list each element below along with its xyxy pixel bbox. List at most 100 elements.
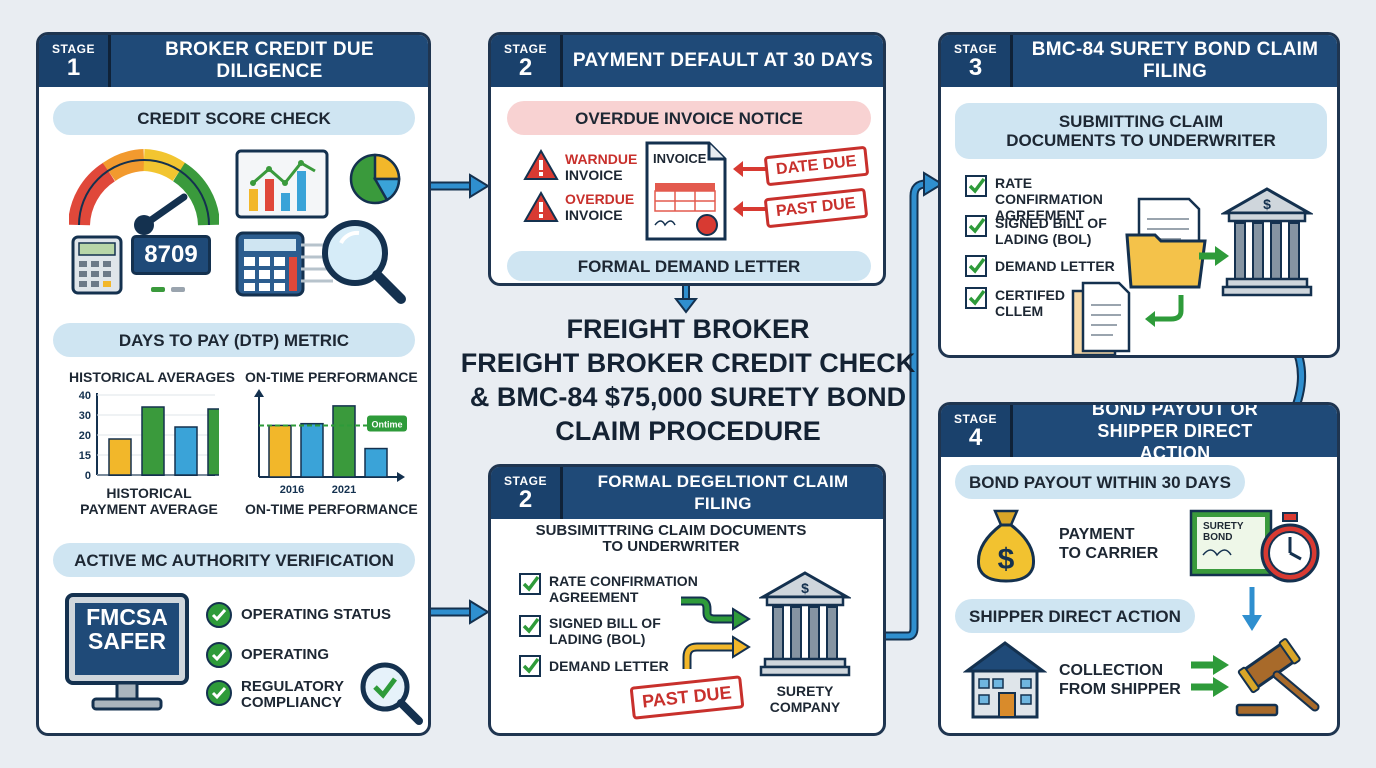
stopwatch-icon (1260, 512, 1320, 583)
collection-line1: COLLECTION (1059, 662, 1163, 679)
ontime-tag-bg (367, 415, 407, 432)
surety-bond-label: SURETY BOND (1203, 521, 1244, 543)
stage-number: 2 (518, 54, 533, 81)
stage-2-header: STAGE 2 PAYMENT DEFAULT AT 30 DAYS (491, 35, 883, 87)
svg-text:$: $ (1263, 196, 1271, 212)
stage-label: STAGE (954, 42, 997, 56)
x-axis-arrow (397, 472, 405, 482)
arrow-return-icon (1145, 295, 1184, 327)
dtp-metric-pill: DAYS TO PAY (DTP) METRIC (53, 323, 415, 357)
arrow-p1-to-p5 (430, 599, 490, 625)
doc-check-demand: DEMAND LETTER (965, 255, 1115, 277)
company-line2: COMPANY (769, 699, 841, 715)
checkbox-icon (519, 615, 541, 637)
warning-2-line1: OVERDUE (565, 191, 635, 207)
stage-3-header: STAGE 3 BMC-84 SURETY BOND CLAIM FILING (941, 35, 1337, 87)
stage-badge: STAGE 2 (491, 467, 563, 519)
arrow-p5-to-p3 (886, 171, 944, 641)
calculator-icon (235, 231, 305, 297)
stage-number: 3 (968, 54, 983, 81)
check-operating-status: OPERATING STATUS (205, 601, 391, 629)
calculator-icon (71, 235, 123, 295)
surety-company-label: SURETY COMPANY (759, 683, 851, 715)
date-due-stamp: DATE DUE (763, 145, 869, 187)
ontime-tag-label: Ontime (371, 419, 402, 429)
stage-label: STAGE (504, 474, 547, 488)
stage-4-panel: STAGE 4 BOND PAYOUT OR SHIPPER DIRECT AC… (938, 402, 1340, 736)
money-bag-icon: $ (976, 509, 1036, 583)
demand-letter-pill: FORMAL DEMAND LETTER (507, 251, 871, 281)
svg-text:$: $ (998, 543, 1015, 576)
y-tick-label: 15 (79, 450, 91, 462)
warning-icon (523, 149, 559, 180)
submit-claim-pill: SUBMITTING CLAIM DOCUMENTS TO UNDERWRITE… (955, 103, 1327, 159)
bank-icon: $ (759, 571, 851, 677)
main-title-line1: FREIGHT BROKER (566, 314, 810, 344)
ontime-chart-title: ON-TIME PERFORMANCE (245, 369, 418, 385)
bar (364, 447, 388, 478)
doc-check-claim: CERTIFED CLLEM (965, 287, 1075, 319)
arrow-right-icon (1199, 246, 1229, 266)
check-label: SIGNED BILL OF LADING (BOL) (549, 615, 661, 647)
checkbox-icon (519, 655, 541, 677)
warning-1-line2: INVOICE (565, 167, 623, 183)
stage-number: 4 (968, 424, 983, 451)
stage-badge: STAGE 3 (941, 35, 1013, 87)
doc-check-bol: SIGNED BILL OF LADING (BOL) (519, 615, 679, 647)
check-label: RATE CONFIRMATION AGREEMENT (549, 573, 698, 605)
stage-3-panel: STAGE 3 BMC-84 SURETY BOND CLAIM FILING … (938, 32, 1340, 358)
historical-chart-title: HISTORICAL AVERAGES (69, 369, 235, 385)
bar (268, 424, 292, 478)
magnifier-icon (301, 220, 406, 304)
check-label: RATE CONFIRMATION AGREEMENT (995, 175, 1103, 223)
submit-line2: TO UNDERWRITER (602, 538, 740, 555)
bar (332, 405, 356, 478)
check-label: CERTIFED CLLEM (995, 287, 1065, 319)
bond-payout-pill: BOND PAYOUT WITHIN 30 DAYS (955, 465, 1245, 499)
stage-label: STAGE (954, 412, 997, 426)
invoice-document-icon (645, 141, 727, 241)
historical-caption-line2: PAYMENT AVERAGE (80, 501, 218, 517)
stage-number: 1 (66, 54, 81, 81)
y-tick-label: 0 (85, 470, 91, 482)
y-tick-label: 20 (79, 430, 91, 442)
overdue-notice-pill: OVERDUE INVOICE NOTICE (507, 101, 871, 135)
checkbox-icon (965, 287, 987, 309)
main-title-line3: & BMC-84 $75,000 SURETY BOND (469, 382, 907, 412)
stage-label: STAGE (504, 42, 547, 56)
check-label: DEMAND LETTER (995, 258, 1115, 274)
check-operating: OPERATING (205, 641, 329, 669)
double-arrow-right-icon (1191, 655, 1229, 697)
ontime-caption: ON-TIME PERFORMANCE (245, 501, 418, 517)
stage-label: STAGE (52, 42, 95, 56)
house-icon (963, 641, 1047, 719)
warning-1-line1: WARNDUE (565, 151, 638, 167)
credit-score-value: 8709 (144, 241, 198, 268)
past-due-stamp: PAST DUE (629, 675, 745, 720)
warning-icon (523, 191, 559, 222)
arrow-p1-to-p2 (430, 173, 490, 199)
check-label: SIGNED BILL OF LADING (BOL) (995, 215, 1107, 247)
past-due-stamp: PAST DUE (763, 187, 869, 229)
warning-2-line2: INVOICE (565, 207, 623, 223)
check-label: OPERATING (241, 646, 330, 663)
doc-check-demand: DEMAND LETTER (519, 655, 669, 677)
stage-1-header: STAGE 1 BROKER CREDIT DUE DILIGENCE (39, 35, 428, 87)
y-tick-label: 40 (79, 390, 91, 402)
main-title-line4: CLAIM PROCEDURE (555, 416, 821, 446)
x-tick-label: 2021 (332, 484, 356, 496)
collection-text: COLLECTION FROM SHIPPER (1059, 663, 1181, 698)
check-label: DEMAND LETTER (549, 658, 669, 674)
check-circle-icon (206, 602, 232, 628)
check-label: REGULATORY COMPLIANCY (241, 678, 344, 711)
stage-title: BOND PAYOUT OR SHIPPER DIRECT ACTION (1091, 402, 1259, 463)
company-line1: SURETY (776, 683, 834, 699)
stage-2-panel: STAGE 2 PAYMENT DEFAULT AT 30 DAYS OVERD… (488, 32, 886, 286)
credit-score-pill: CREDIT SCORE CHECK (53, 101, 415, 135)
payment-carrier-text: PAYMENT TO CARRIER (1059, 527, 1158, 562)
bar (108, 438, 132, 476)
routing-arrows-icon (681, 596, 751, 669)
credit-gauge-icon (69, 149, 219, 235)
